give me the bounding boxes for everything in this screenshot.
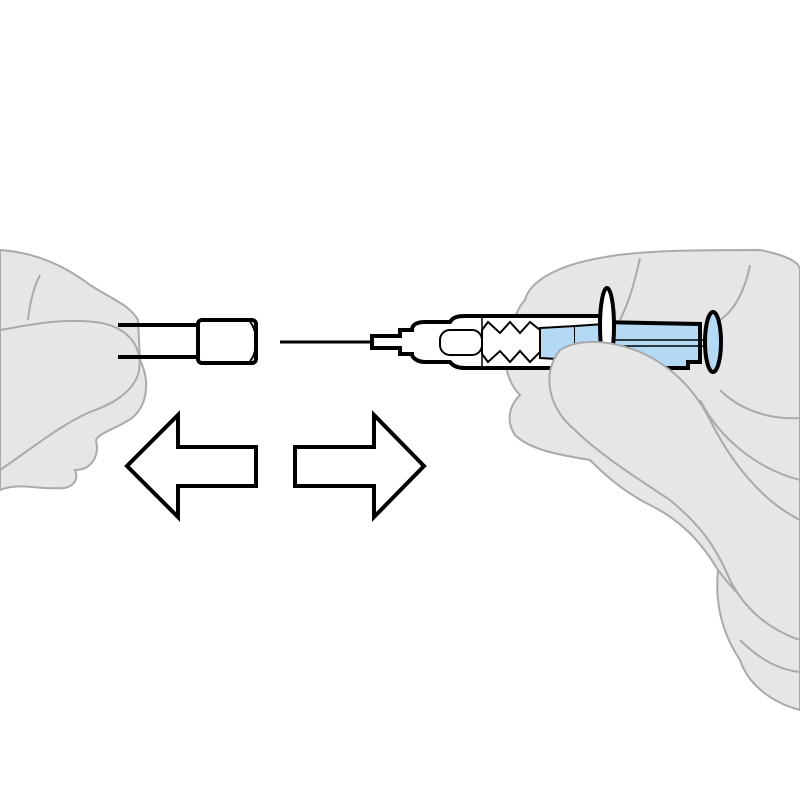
stopper bbox=[481, 320, 541, 364]
arrow-right-icon bbox=[293, 410, 427, 522]
plunger-end bbox=[703, 310, 723, 374]
arrow-left-icon bbox=[124, 410, 258, 522]
left-hand bbox=[0, 248, 148, 492]
right-thumb bbox=[548, 341, 800, 642]
needle-cap bbox=[118, 318, 258, 365]
